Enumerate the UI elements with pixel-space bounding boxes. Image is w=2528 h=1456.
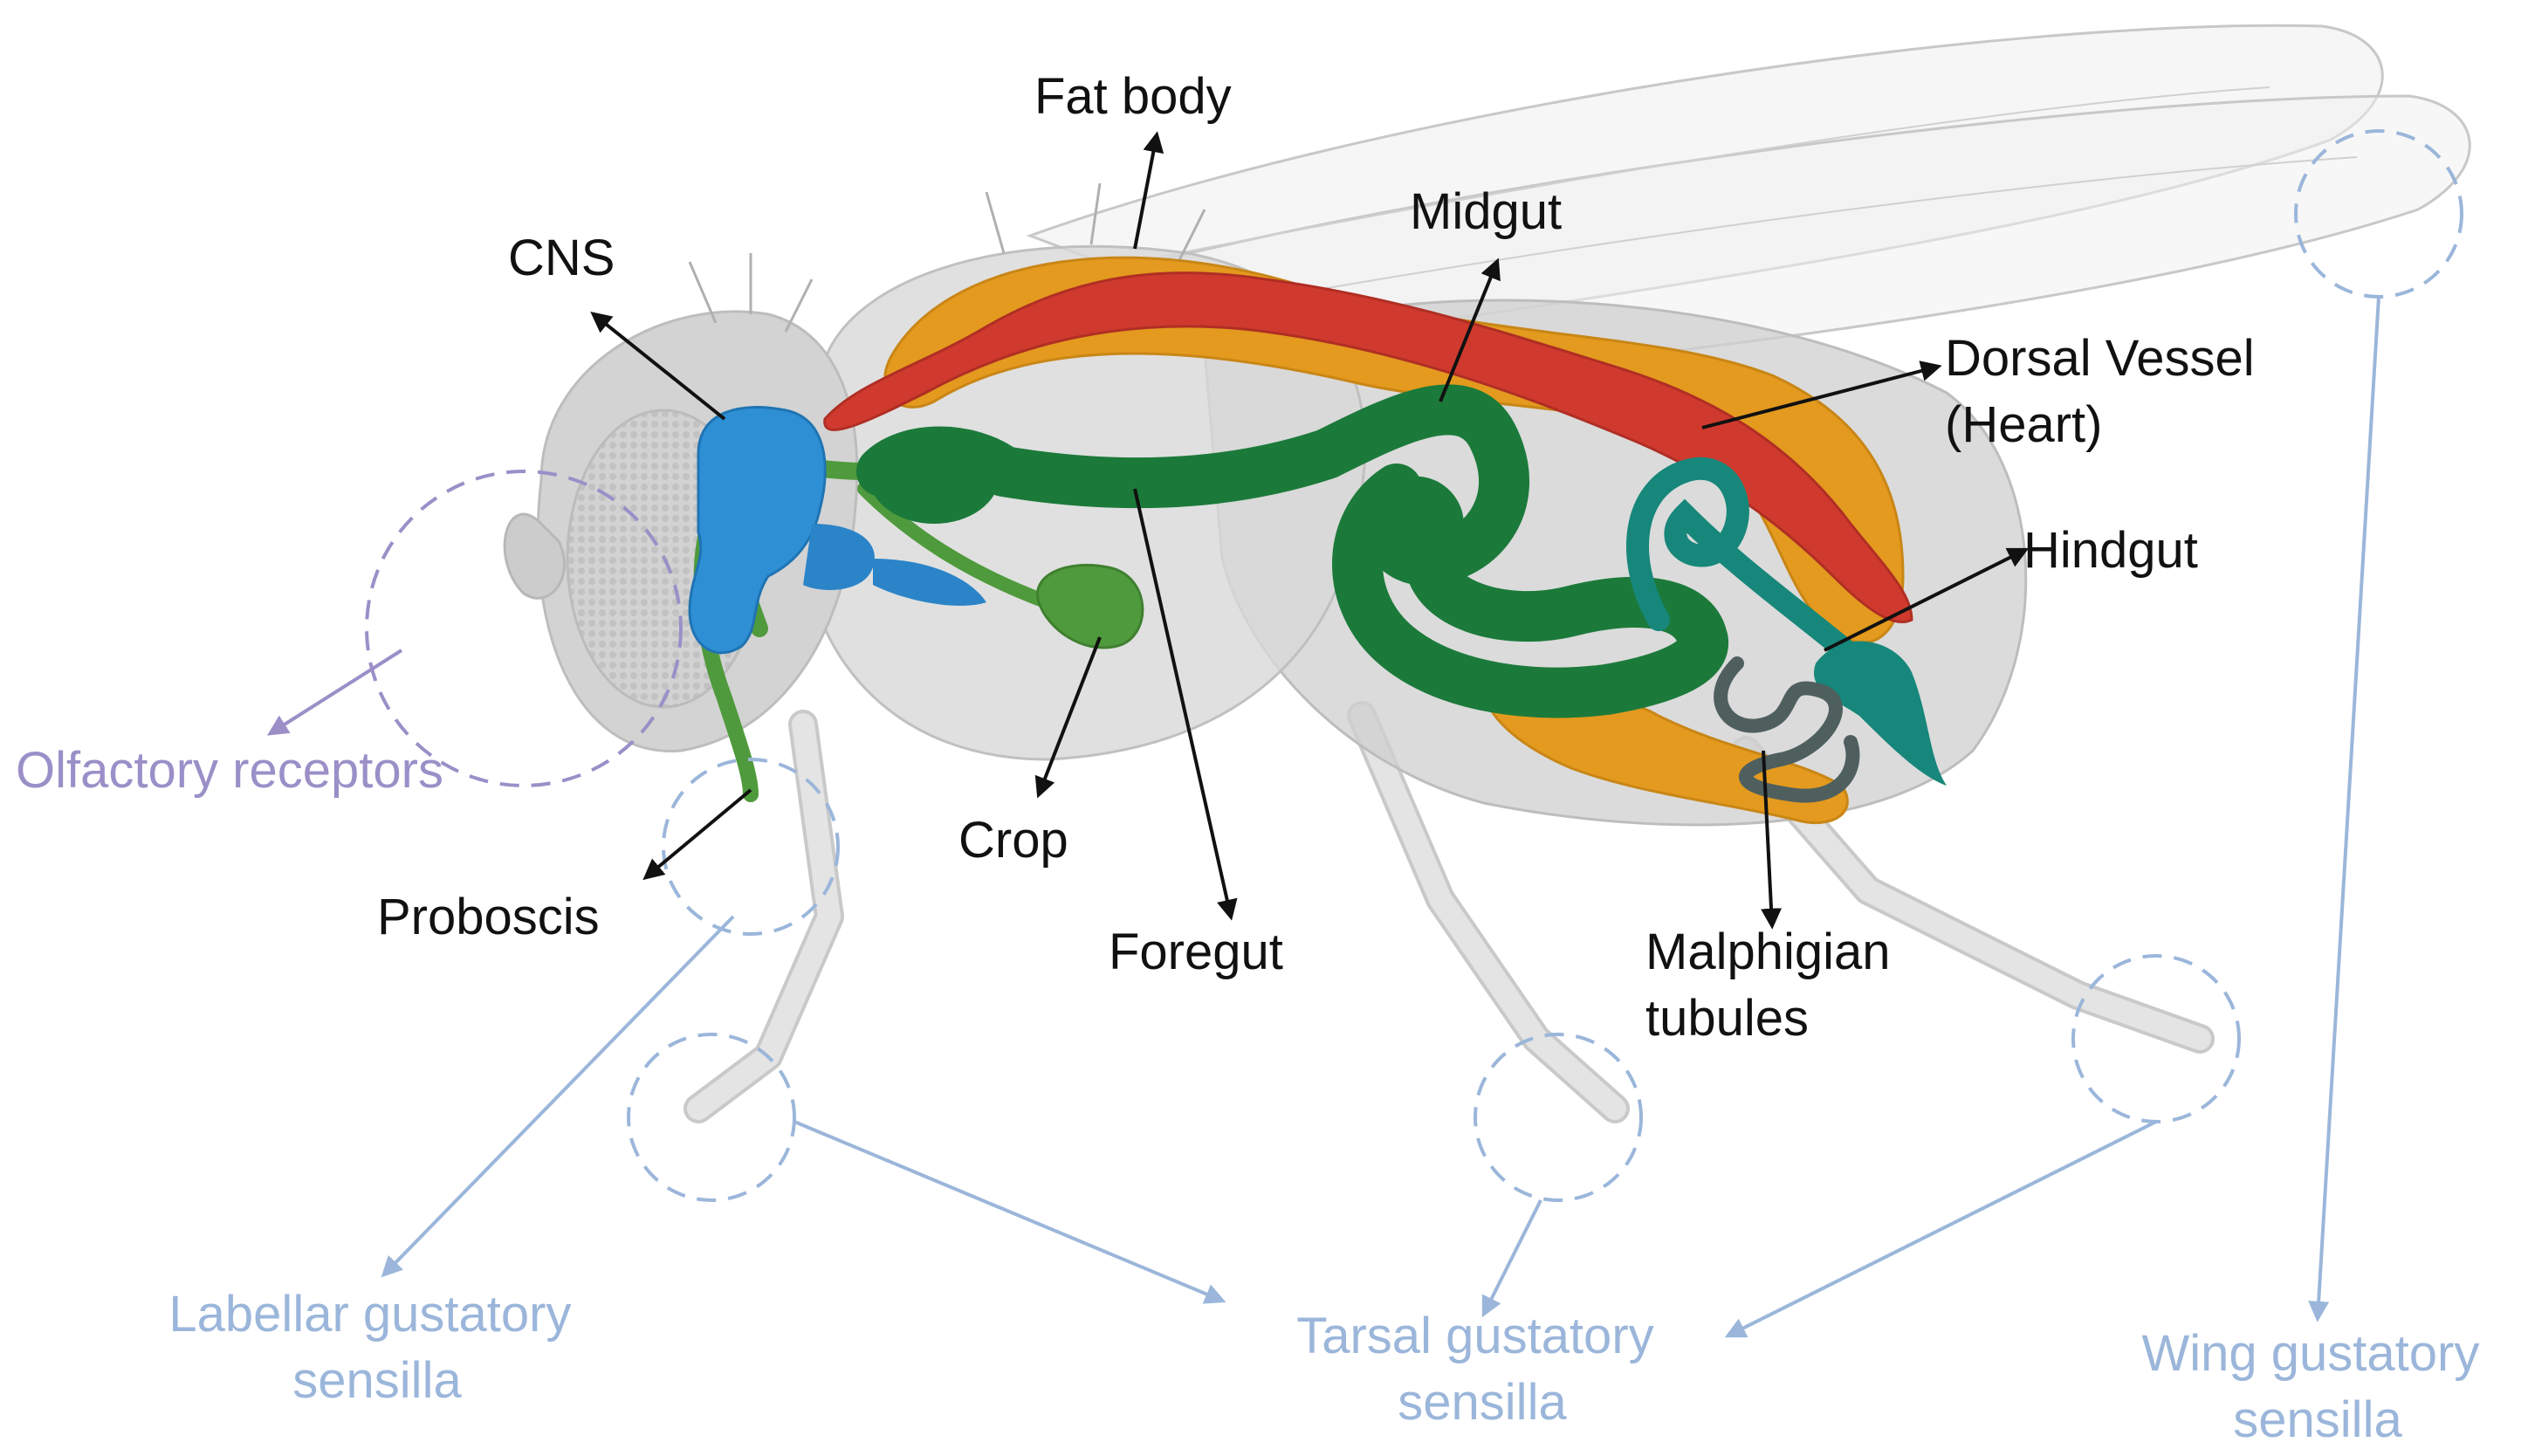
midgut [856, 384, 1728, 718]
hindgut-bulb [1814, 641, 1947, 786]
label-malpighian: Malphigian tubules [1645, 924, 1905, 1047]
label-dorsal-vessel-line2: (Heart) [1945, 396, 2102, 453]
mid-tarsal-circle [1474, 1033, 1643, 1202]
dorsal-vessel [823, 271, 1913, 624]
organ-labels: Fat body Midgut CNS Dorsal Vessel (Heart… [377, 68, 2269, 1047]
label-malpighian-line2: tubules [1645, 990, 1809, 1047]
label-labellar-line1: Labellar gustatory [168, 1286, 571, 1343]
sensory-labels: Olfactory receptors Labellar gustatory s… [16, 742, 2494, 1448]
organs [688, 256, 1947, 825]
label-labellar: Labellar gustatory sensilla [168, 1286, 585, 1409]
cns [688, 406, 827, 655]
label-dorsal-vessel: Dorsal Vessel (Heart) [1945, 330, 2269, 453]
crop [1036, 563, 1144, 649]
label-wing: Wing gustatory sensilla [2142, 1325, 2494, 1448]
labellar-circle [662, 758, 840, 936]
olfactory-circle [365, 470, 683, 787]
label-labellar-line2: sensilla [292, 1352, 462, 1409]
label-olfactory: Olfactory receptors [16, 742, 443, 799]
organ-pointers [590, 131, 2030, 930]
label-fat-body: Fat body [1034, 68, 1232, 125]
antenna [503, 512, 566, 600]
malpighian-tubules [1714, 656, 1860, 803]
label-cns: CNS [508, 230, 615, 286]
label-malpighian-line1: Malphigian [1645, 924, 1891, 980]
label-dorsal-vessel-line1: Dorsal Vessel [1945, 330, 2255, 387]
front-tarsal-circle [627, 1033, 796, 1202]
foregut-bulb [869, 428, 1000, 524]
label-proboscis: Proboscis [377, 889, 600, 945]
hindgut [1626, 457, 1862, 666]
label-hindgut: Hindgut [2023, 522, 2198, 579]
label-midgut: Midgut [1410, 183, 1562, 240]
label-wing-line2: sensilla [2233, 1391, 2402, 1448]
label-wing-line1: Wing gustatory [2142, 1325, 2480, 1382]
label-tarsal: Tarsal gustatory sensilla [1296, 1308, 1668, 1431]
label-tarsal-line2: sensilla [1398, 1374, 1567, 1431]
sensilla-pointers [266, 296, 2380, 1338]
crop-duct [857, 482, 1054, 609]
label-tarsal-line1: Tarsal gustatory [1296, 1308, 1653, 1364]
label-crop: Crop [958, 812, 1068, 869]
label-foregut: Foregut [1109, 924, 1283, 980]
